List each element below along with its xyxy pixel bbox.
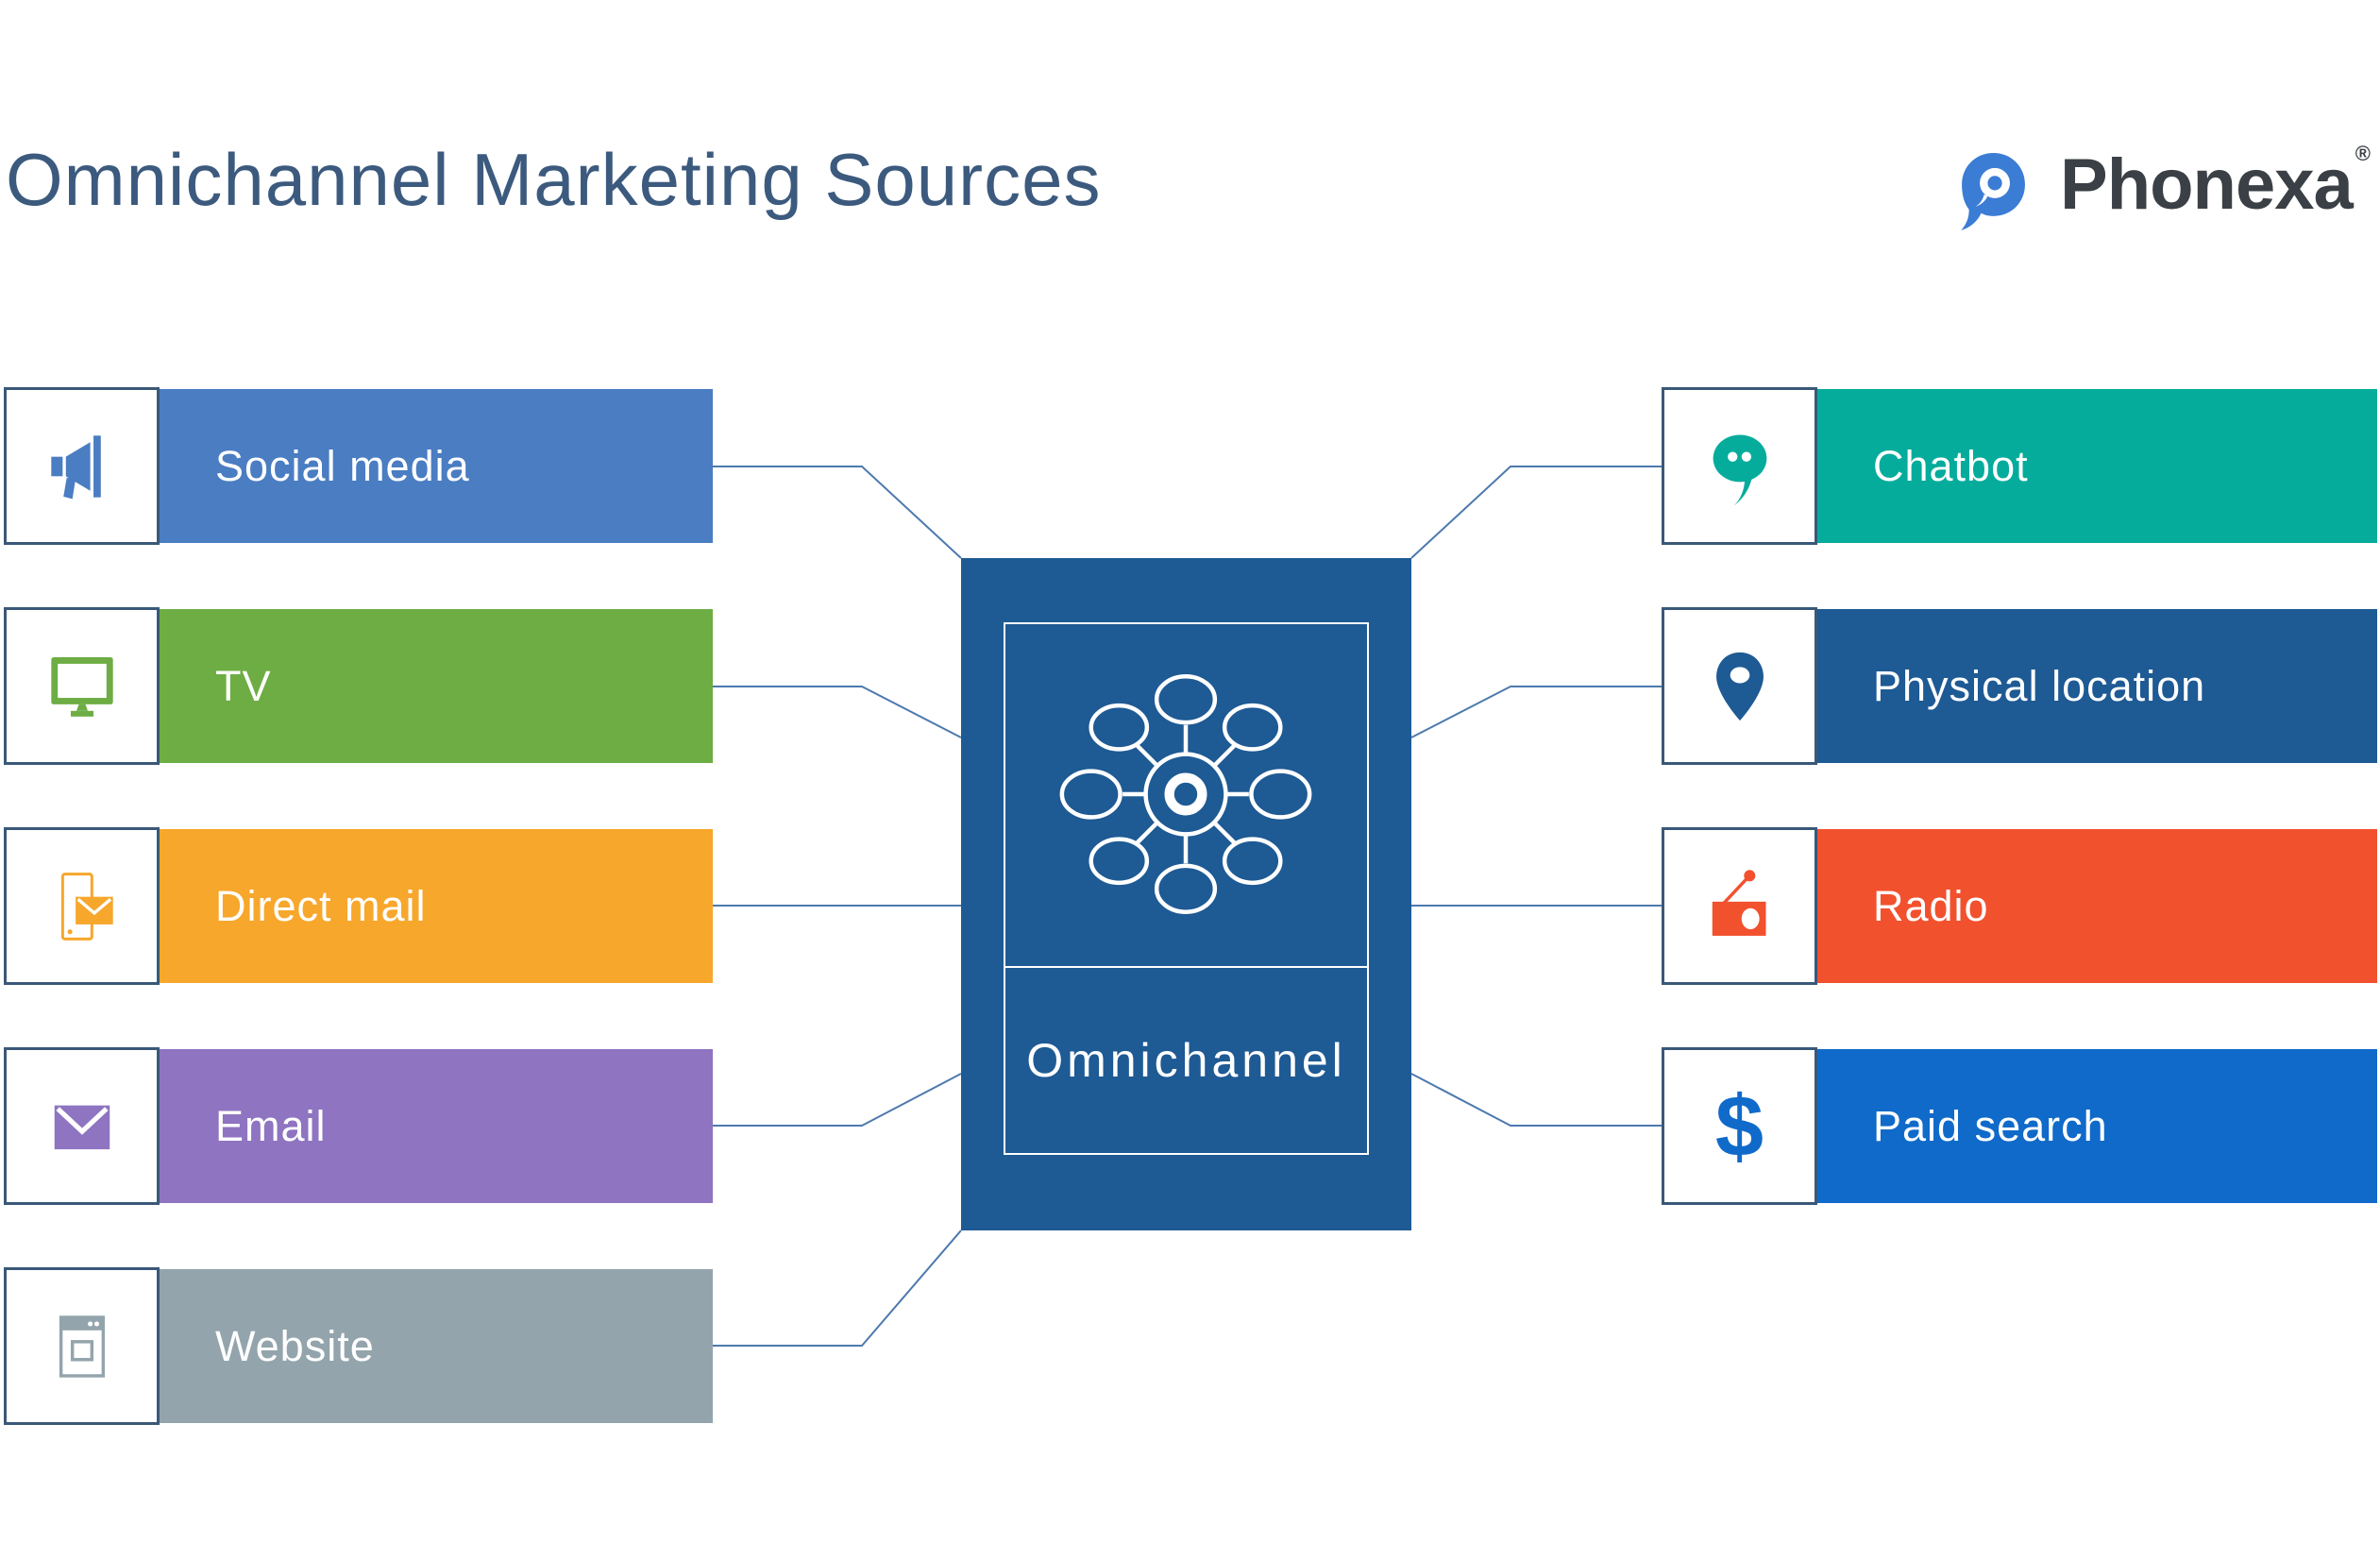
source-bar: Physical location: [1815, 609, 2377, 763]
radio-icon: [1712, 869, 1766, 936]
source-label: TV: [215, 661, 272, 710]
source-label: Chatbot: [1873, 441, 2029, 490]
connector-social-media: [713, 466, 962, 559]
source-label: Physical location: [1873, 661, 2206, 710]
source-row-chatbot: Chatbot: [1662, 387, 2377, 545]
source-bar: Direct mail: [157, 829, 713, 983]
source-label: Direct mail: [215, 881, 427, 930]
browser-window-icon: [59, 1314, 105, 1378]
icon-box: [1662, 387, 1817, 545]
omnichannel-hub-box: Omnichannel: [961, 558, 1411, 1230]
source-row-social-media: Social media: [4, 387, 713, 545]
source-row-direct-mail: Direct mail: [4, 827, 713, 985]
source-row-email: Email: [4, 1047, 713, 1205]
connector-chatbot: [1410, 466, 1662, 559]
envelope-icon: [54, 1105, 110, 1149]
source-bar: Chatbot: [1815, 389, 2377, 543]
megaphone-icon: [50, 434, 101, 499]
mobile-mail-icon: [60, 872, 113, 941]
icon-box: [4, 1267, 160, 1425]
connector-physical-location: [1410, 686, 1662, 738]
hub-label-zone: Omnichannel: [1004, 966, 1369, 1155]
source-label: Email: [215, 1101, 327, 1150]
map-pin-icon: [1715, 652, 1764, 721]
source-bar: Radio: [1815, 829, 2377, 983]
phonexa-logo: Phonexa ®: [1956, 142, 2371, 242]
tv-icon: [50, 656, 113, 717]
source-bar: Website: [157, 1269, 713, 1423]
source-label: Radio: [1873, 881, 1989, 930]
connector-email: [713, 1073, 962, 1127]
dollar-icon: $: [1714, 1077, 1764, 1175]
source-bar: Paid search: [1815, 1049, 2377, 1203]
icon-box: [4, 827, 160, 985]
source-row-radio: Radio: [1662, 827, 2377, 985]
source-label: Website: [215, 1321, 375, 1370]
icon-box: [4, 607, 160, 765]
connector-paid-search: [1410, 1073, 1662, 1127]
icon-box: [1662, 607, 1817, 765]
inner-frame: [1004, 622, 1369, 1155]
source-row-tv: TV: [4, 607, 713, 765]
phonexa-speech-pin-icon: [1961, 152, 2025, 231]
source-bar: Social media: [157, 389, 713, 543]
source-row-physical-location: Physical location: [1662, 607, 2377, 765]
icon-box: $: [1662, 1047, 1817, 1205]
icon-box: [1662, 827, 1817, 985]
chat-bubble-icon: [1713, 433, 1766, 505]
source-bar: TV: [157, 609, 713, 763]
hub-label: Omnichannel: [1026, 1034, 1346, 1087]
hub-and-spokes-icon: [1059, 674, 1312, 914]
icon-box: [4, 1047, 160, 1205]
source-label: Social media: [215, 441, 470, 490]
page-title: Omnichannel Marketing Sources: [6, 138, 1102, 221]
connector-tv: [713, 686, 962, 738]
source-label: Paid search: [1873, 1101, 2108, 1150]
registered-trademark: ®: [2355, 142, 2371, 165]
source-row-paid-search: Paid search $: [1662, 1047, 2377, 1205]
brand-name: Phonexa: [2060, 144, 2354, 225]
frame-divider: [1004, 966, 1369, 968]
connector-website: [713, 1229, 962, 1347]
icon-box: [4, 387, 160, 545]
source-bar: Email: [157, 1049, 713, 1203]
source-row-website: Website: [4, 1267, 713, 1425]
